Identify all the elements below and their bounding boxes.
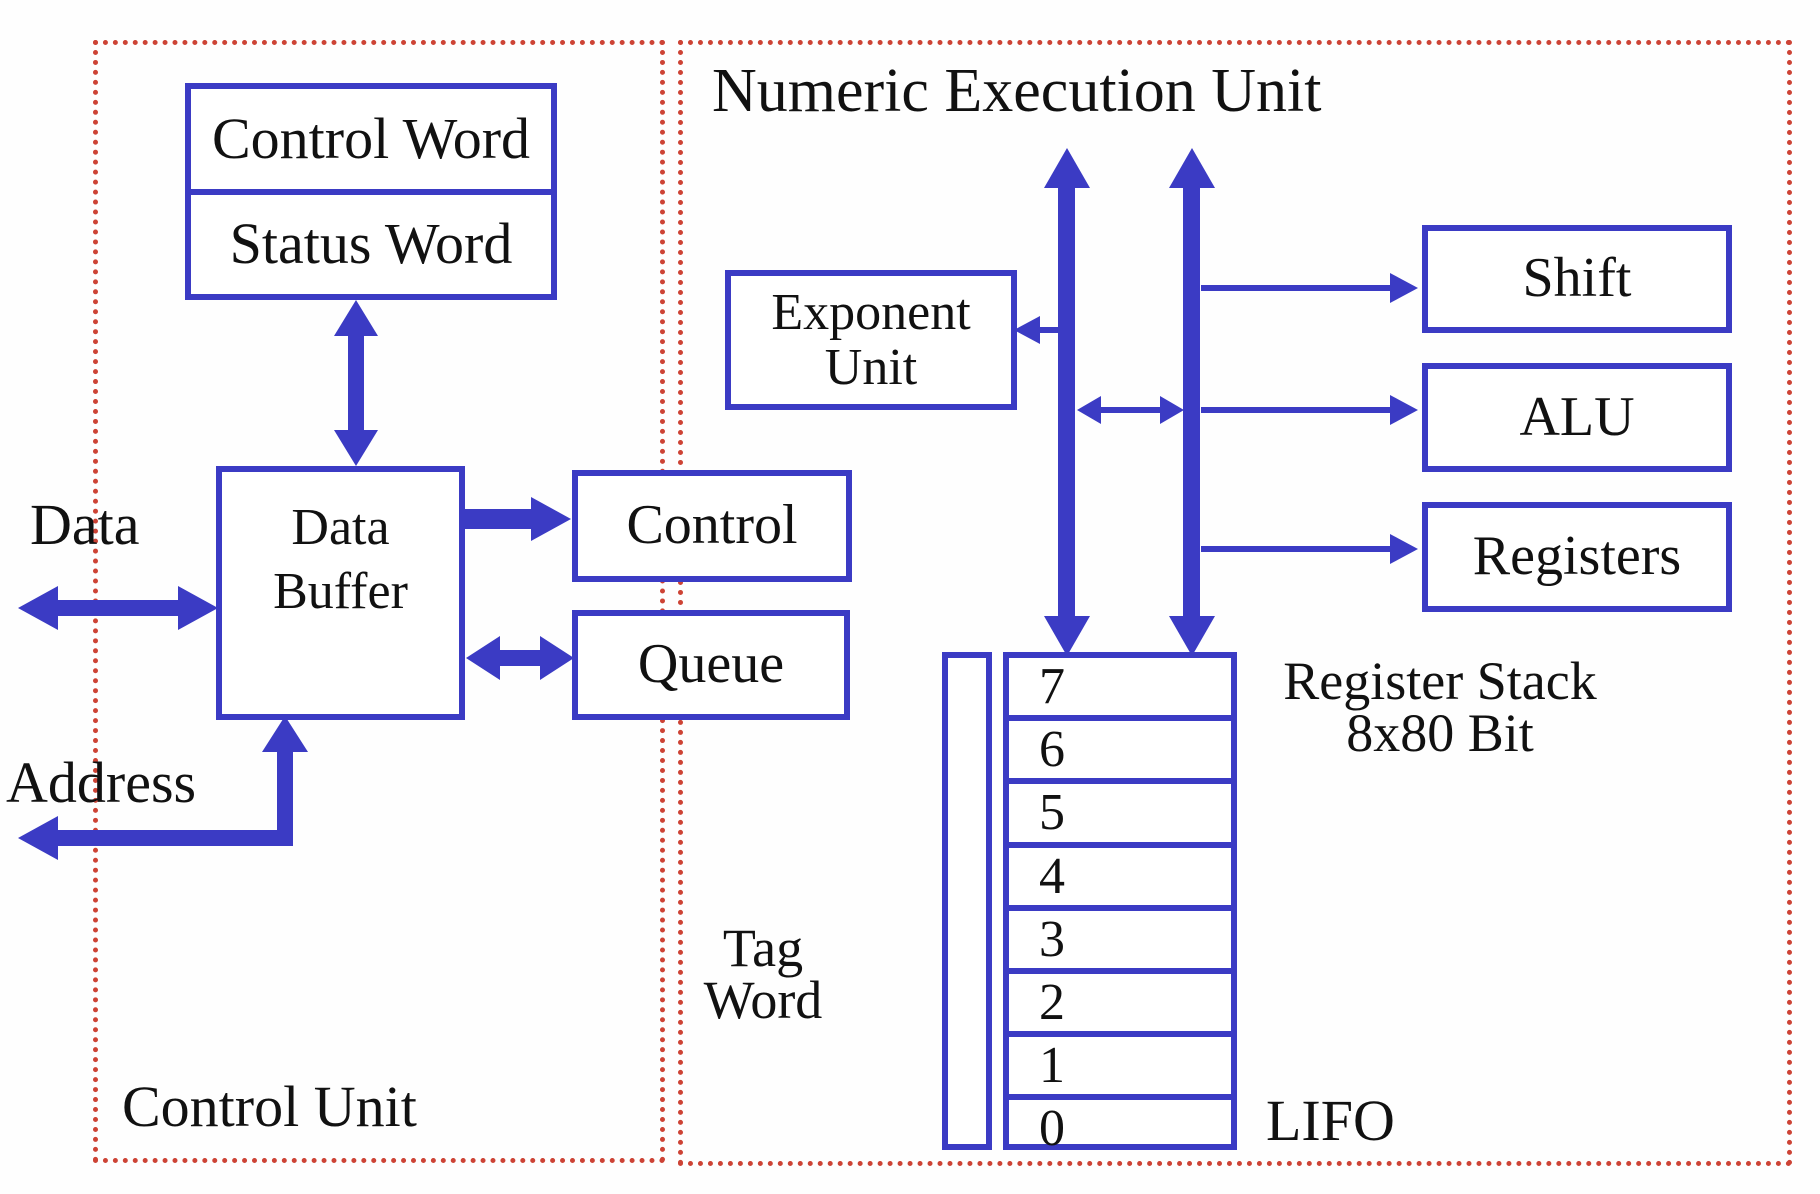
arrow-left-icon (1077, 396, 1101, 424)
stack-cell-7: 7 (1009, 658, 1231, 722)
stack-cell-5: 5 (1009, 784, 1231, 848)
arrow-left-icon (1014, 316, 1040, 344)
stack-cell-3: 3 (1009, 911, 1231, 974)
control-unit-label: Control Unit (122, 1074, 417, 1139)
arrow-right-icon (540, 636, 574, 680)
registers-box: Registers (1422, 502, 1732, 612)
arrow-left-icon (466, 636, 500, 680)
databuffer-control-arrow-shaft (463, 509, 533, 529)
control-box: Control (572, 470, 852, 582)
address-bus-label: Address (6, 750, 197, 815)
arrow-right-icon (178, 586, 218, 630)
tag-word-box (942, 652, 992, 1150)
exponent-unit-box: Exponent Unit (725, 270, 1017, 410)
queue-box: Queue (572, 610, 850, 720)
tag-word-label: Tag Word (688, 921, 838, 1027)
arrow-up-icon (1044, 148, 1090, 188)
control-word-cell: Control Word (191, 89, 551, 195)
numeric-execution-unit-region (678, 40, 1792, 1166)
data-bus-label: Data (30, 492, 140, 557)
tag-word-label-line1: Tag (722, 918, 804, 978)
exponent-bus-arrow-shaft (1183, 184, 1200, 620)
stack-cell-4: 4 (1009, 848, 1231, 911)
databuffer-queue-arrow-shaft (496, 650, 542, 666)
arrow-left-icon (18, 816, 58, 860)
data-buffer-label-line1: Data (291, 499, 390, 556)
bus-exponent-arrow-shaft (1038, 327, 1058, 333)
bus-bus-arrow-shaft (1098, 407, 1162, 413)
arrow-right-icon (1390, 395, 1418, 425)
exponent-unit-label-line2: Unit (824, 339, 918, 396)
arrow-left-icon (18, 586, 58, 630)
arrow-up-icon (1169, 148, 1215, 188)
data-bus-arrow-shaft (56, 600, 180, 616)
arrow-right-icon (531, 497, 571, 541)
arrow-up-icon (334, 300, 378, 336)
register-stack-box: 7 6 5 4 3 2 1 0 (1003, 652, 1237, 1157)
tag-word-label-line2: Word (703, 970, 823, 1030)
fraction-bus-arrow-shaft (1058, 184, 1075, 620)
numeric-execution-unit-title: Numeric Execution Unit (712, 57, 1322, 125)
arrow-down-icon (1044, 616, 1090, 656)
stack-cell-1: 1 (1009, 1037, 1231, 1101)
register-stack-label-line2: 8x80 Bit (1346, 703, 1534, 763)
status-word-cell: Status Word (229, 211, 513, 277)
bus-shift-arrow-shaft (1201, 285, 1391, 291)
arrow-up-icon (262, 716, 308, 752)
arrow-right-icon (1390, 534, 1418, 564)
stack-cell-0: 0 (1039, 1100, 1065, 1158)
bus-alu-arrow-shaft (1201, 407, 1391, 413)
address-arrow-horizontal-shaft (56, 830, 293, 846)
arrow-down-icon (334, 430, 378, 466)
exponent-unit-label-line1: Exponent (771, 284, 971, 341)
register-stack-label-line1: Register Stack (1283, 651, 1597, 711)
stack-cell-2: 2 (1009, 974, 1231, 1038)
control-status-word-box: Control Word Status Word (185, 83, 557, 300)
status-databuffer-arrow-shaft (348, 334, 364, 432)
shift-box: Shift (1422, 225, 1732, 333)
lifo-label: LIFO (1266, 1088, 1395, 1153)
stack-cell-6: 6 (1009, 721, 1231, 785)
arrow-right-icon (1390, 273, 1418, 303)
alu-box: ALU (1422, 363, 1732, 472)
address-arrow-vertical-shaft (277, 750, 293, 846)
register-stack-label: Register Stack 8x80 Bit (1250, 654, 1630, 760)
arrow-right-icon (1160, 396, 1184, 424)
bus-registers-arrow-shaft (1201, 546, 1391, 552)
arrow-down-icon (1169, 616, 1215, 656)
data-buffer-box: Data Buffer (216, 466, 465, 720)
data-buffer-label-line2: Buffer (273, 563, 408, 620)
